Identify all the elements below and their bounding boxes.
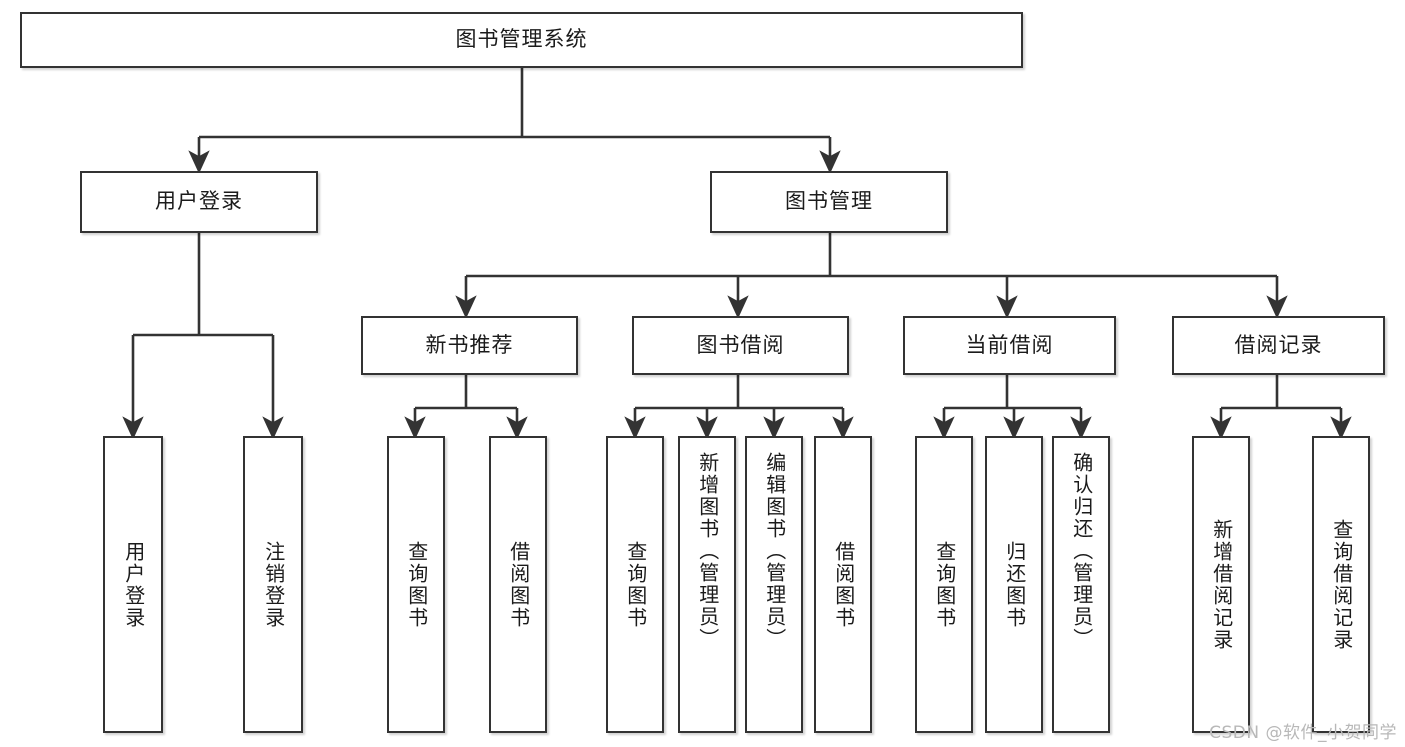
node-new-book-rec[interactable]: 新书推荐 xyxy=(361,316,578,375)
node-leaf-borrow-book-2-label: 借阅图书 xyxy=(831,540,856,629)
node-leaf-return-book[interactable]: 归还图书 xyxy=(985,436,1043,733)
node-leaf-user-login-label: 用户登录 xyxy=(121,540,146,629)
node-leaf-edit-book-label: 编辑图书（管理员） xyxy=(762,452,787,650)
node-leaf-user-login[interactable]: 用户登录 xyxy=(103,436,163,733)
node-leaf-query-book-2[interactable]: 查询图书 xyxy=(606,436,664,733)
node-current-borrow[interactable]: 当前借阅 xyxy=(903,316,1116,375)
node-root[interactable]: 图书管理系统 xyxy=(20,12,1023,68)
node-leaf-borrow-book-2[interactable]: 借阅图书 xyxy=(814,436,872,733)
node-leaf-query-record-label: 查询借阅记录 xyxy=(1329,518,1354,651)
node-current-borrow-label: 当前借阅 xyxy=(965,332,1054,357)
node-leaf-add-book[interactable]: 新增图书（管理员） xyxy=(678,436,736,733)
node-book-manage[interactable]: 图书管理 xyxy=(710,171,948,233)
node-leaf-add-record-label: 新增借阅记录 xyxy=(1209,518,1234,651)
node-borrow-record[interactable]: 借阅记录 xyxy=(1172,316,1385,375)
node-leaf-query-book-1[interactable]: 查询图书 xyxy=(387,436,445,733)
node-leaf-confirm-return[interactable]: 确认归还（管理员） xyxy=(1052,436,1110,733)
node-leaf-user-logout[interactable]: 注销登录 xyxy=(243,436,303,733)
node-book-manage-label: 图书管理 xyxy=(785,189,873,214)
node-leaf-query-book-2-label: 查询图书 xyxy=(623,540,648,629)
node-leaf-query-record[interactable]: 查询借阅记录 xyxy=(1312,436,1370,733)
node-user-login[interactable]: 用户登录 xyxy=(80,171,318,233)
node-leaf-user-logout-label: 注销登录 xyxy=(261,540,286,629)
node-leaf-return-book-label: 归还图书 xyxy=(1002,540,1027,629)
node-leaf-add-record[interactable]: 新增借阅记录 xyxy=(1192,436,1250,733)
node-leaf-borrow-book-1-label: 借阅图书 xyxy=(506,540,531,629)
node-root-label: 图书管理系统 xyxy=(455,27,588,52)
node-leaf-query-book-3[interactable]: 查询图书 xyxy=(915,436,973,733)
node-leaf-confirm-return-label: 确认归还（管理员） xyxy=(1069,452,1094,650)
node-book-borrow-label: 图书借阅 xyxy=(696,332,785,357)
node-leaf-query-book-1-label: 查询图书 xyxy=(404,540,429,629)
node-new-book-rec-label: 新书推荐 xyxy=(425,332,514,357)
node-leaf-edit-book[interactable]: 编辑图书（管理员） xyxy=(745,436,803,733)
node-borrow-record-label: 借阅记录 xyxy=(1234,332,1323,357)
node-user-login-label: 用户登录 xyxy=(155,189,243,214)
node-leaf-query-book-3-label: 查询图书 xyxy=(932,540,957,629)
node-book-borrow[interactable]: 图书借阅 xyxy=(632,316,849,375)
node-leaf-add-book-label: 新增图书（管理员） xyxy=(695,452,720,650)
node-leaf-borrow-book-1[interactable]: 借阅图书 xyxy=(489,436,547,733)
csdn-watermark: CSDN @软件_小贺同学 xyxy=(1209,723,1397,743)
